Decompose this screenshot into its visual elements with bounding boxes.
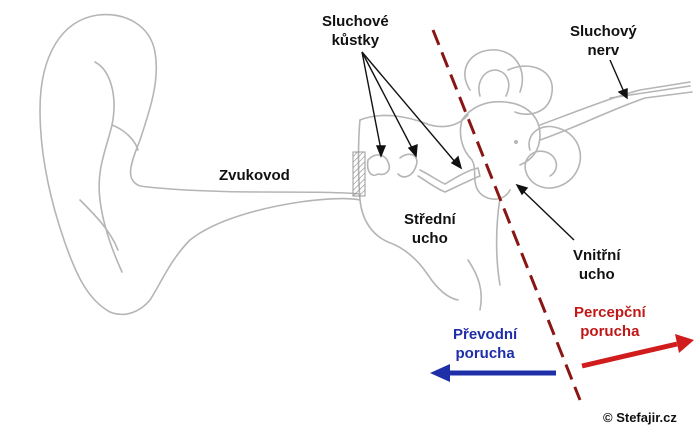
- conductive-disorder-label: Převodní porucha: [453, 325, 517, 363]
- perceptive-disorder-label-line-2: porucha: [580, 323, 640, 340]
- ossicles-outline: [366, 153, 481, 193]
- pointer-ossicle-stapes: [361, 51, 457, 164]
- copyright-notice: © Stefajir.cz: [603, 410, 677, 425]
- pointer-ossicle-incus: [361, 51, 414, 151]
- ear-canal-label-text: Zvukovod: [219, 167, 290, 184]
- pinna-outline: [39, 13, 361, 316]
- pointer-inner-ear: [521, 189, 575, 241]
- conductive-disorder-label-line-1: Převodní: [453, 326, 518, 343]
- arrowhead-incus: [407, 143, 418, 158]
- auditory-nerve-label-line-1: Sluchový: [570, 23, 637, 40]
- perceptive-disorder-arrow: [581, 334, 694, 369]
- middle-ear-label-line-1: Střední: [404, 211, 456, 228]
- inner-ear-label: Vnitřní ucho: [573, 246, 621, 284]
- auditory-nerve-label-line-2: nerv: [587, 42, 620, 59]
- middle-ear-label: Střední ucho: [404, 210, 456, 248]
- ossicles-label-line-1: Sluchové: [322, 13, 389, 30]
- conductive-disorder-label-line-2: porucha: [455, 345, 515, 362]
- divider-dashed-line: [431, 29, 582, 401]
- arrowhead-stapes: [450, 155, 463, 170]
- auditory-nerve-label: Sluchový nerv: [570, 22, 637, 60]
- ear-canal-label: Zvukovod: [219, 166, 290, 185]
- inner-ear-label-line-2: ucho: [578, 266, 615, 283]
- ossicles-label-line-2: kůstky: [331, 32, 380, 49]
- inner-ear-label-line-1: Vnitřní: [573, 247, 621, 264]
- perceptive-disorder-label: Percepční porucha: [574, 303, 646, 341]
- inner-ear-outline: [459, 49, 693, 200]
- eardrum-hatch: [352, 151, 366, 197]
- arrowhead-inner-ear: [515, 183, 529, 196]
- conductive-disorder-arrow: [430, 364, 556, 382]
- perceptive-disorder-label-line-1: Percepční: [574, 304, 646, 321]
- ossicles-label: Sluchové kůstky: [322, 12, 389, 50]
- pointer-ossicle-malleus: [361, 51, 382, 151]
- pointer-auditory-nerve: [609, 59, 625, 93]
- label-pointers: [361, 51, 628, 241]
- arrowhead-nerve: [617, 87, 628, 100]
- arrowhead-malleus: [375, 145, 387, 158]
- middle-ear-label-line-2: ucho: [411, 230, 448, 247]
